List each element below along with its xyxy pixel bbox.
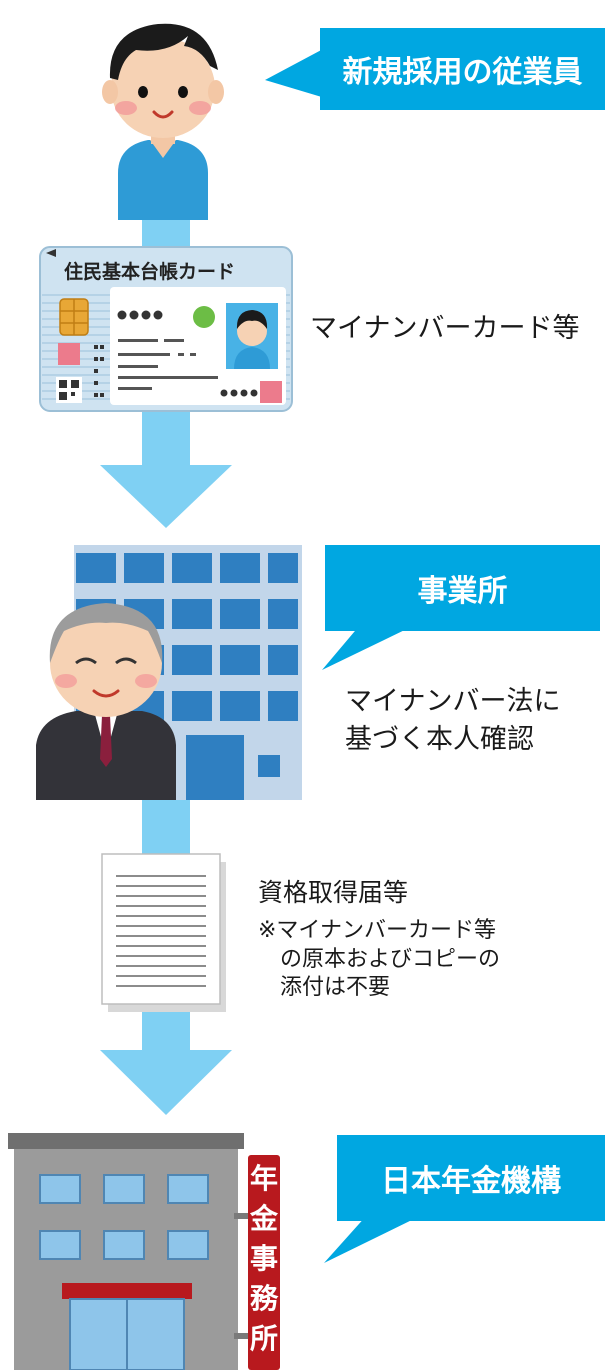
pension-callout-bubble: [324, 1135, 605, 1263]
office-note: マイナンバー法に 基づく本人確認: [345, 683, 560, 760]
office-illustration: [36, 545, 302, 800]
employee-callout-bubble: [265, 28, 605, 110]
flow-arrow-head-1: [100, 465, 232, 528]
card-label: マイナンバーカード等: [310, 313, 580, 344]
pension-office-building-illustration: [8, 1133, 280, 1370]
sign-char-3: 事: [249, 1242, 278, 1275]
office-callout-label: 事業所: [417, 574, 508, 609]
document-note-line-2: の原本およびコピーの: [280, 946, 501, 972]
pension-office-sign: 年 金 事 務 所: [248, 1159, 280, 1359]
id-card-illustration: 住民基本台帳カード: [38, 245, 294, 413]
document-note: ※マイナンバーカード等 の原本およびコピーの 添付は不要: [258, 917, 500, 1003]
flow-arrow-head-2: [100, 1050, 232, 1115]
office-note-line-2: 基づく本人確認: [345, 724, 534, 756]
office-note-line-1: マイナンバー法に: [345, 686, 561, 717]
document-illustration: [101, 853, 226, 1012]
card-title: 住民基本台帳カード: [64, 261, 236, 283]
document-label: 資格取得届等: [258, 878, 409, 907]
sign-char-4: 務: [249, 1282, 278, 1315]
document-note-line-1: ※マイナンバーカード等: [258, 918, 496, 943]
new-employee-illustration: [102, 23, 224, 220]
sign-char-1: 年: [249, 1162, 278, 1195]
document-note-line-3: 添付は不要: [280, 975, 391, 1001]
employee-callout-label: 新規採用の従業員: [342, 55, 583, 90]
pension-callout-label: 日本年金機構: [381, 1164, 561, 1199]
office-callout-bubble: [322, 545, 600, 670]
sign-char-2: 金: [249, 1202, 278, 1235]
sign-char-5: 所: [249, 1322, 278, 1355]
